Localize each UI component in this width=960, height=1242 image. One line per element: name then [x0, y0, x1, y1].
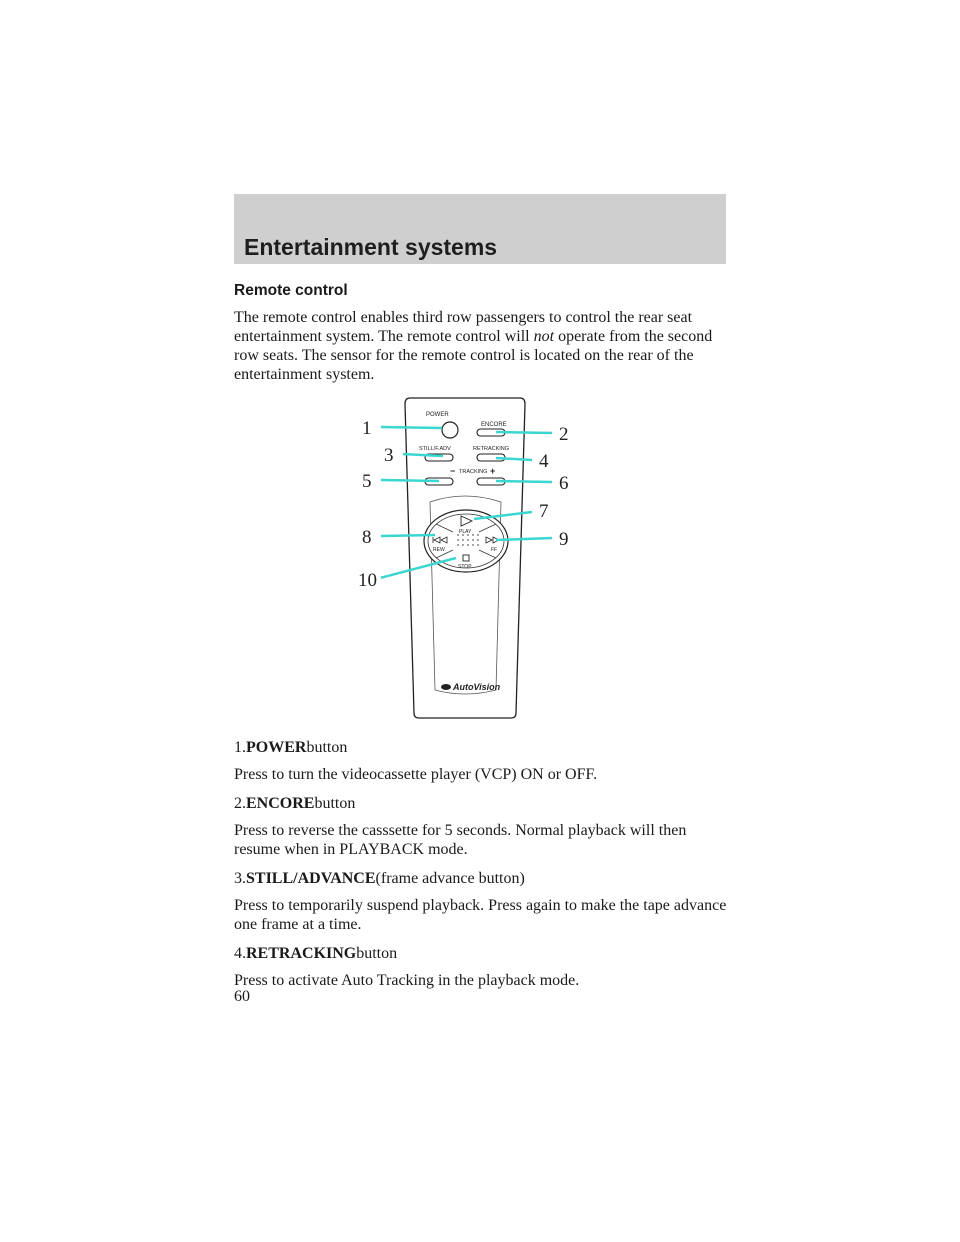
item-number: 1. — [234, 739, 246, 756]
ff-label: FF — [491, 547, 497, 553]
callout-7: 7 — [539, 501, 549, 522]
rew-label: REW — [433, 547, 445, 553]
play-icon[interactable] — [460, 515, 474, 527]
item-name: STILL/ADVANCE — [246, 870, 376, 887]
callout-9: 9 — [559, 529, 569, 550]
item-suffix: button — [306, 739, 348, 756]
callout-lines — [379, 425, 553, 580]
page-content: Remote control The remote control enable… — [234, 276, 734, 990]
item-suffix: (frame advance button) — [375, 870, 525, 887]
callout-8: 8 — [362, 527, 372, 548]
retracking-label: RETRACKING — [473, 446, 509, 452]
item-description: Press to reverse the casssette for 5 sec… — [234, 822, 687, 858]
item-heading: 4.RETRACKINGbutton — [234, 944, 734, 963]
section-title: Entertainment systems — [244, 234, 498, 260]
sensor-dots — [457, 534, 479, 546]
fast-forward-icon[interactable] — [485, 536, 500, 544]
power-label: POWER — [426, 412, 449, 418]
item-encore: 2.ENCOREbutton Press to reverse the cass… — [234, 794, 734, 859]
encore-label: ENCORE — [481, 422, 507, 428]
intro-text-1: The remote control enables third row pas… — [234, 309, 693, 345]
item-number: 2. — [234, 795, 246, 812]
remote-control-figure: POWER ENCORE STILL/F.ADV RETRACKING − TR… — [234, 392, 734, 728]
transport-pad — [423, 509, 509, 573]
callout-2: 2 — [559, 424, 569, 445]
callout-numbers: 1 2 3 4 5 6 7 8 9 10 — [355, 414, 578, 592]
page-number: 60 — [234, 988, 250, 1005]
callout-3: 3 — [384, 445, 394, 466]
item-suffix: button — [356, 945, 398, 962]
intro-italic: not — [533, 328, 555, 345]
rewind-icon[interactable] — [433, 536, 448, 544]
play-label: PLAY — [459, 529, 472, 535]
intro-paragraph: The remote control enables third row pas… — [234, 308, 734, 384]
item-heading: 1.POWERbutton — [234, 738, 734, 757]
tracking-plus: + — [490, 466, 495, 476]
power-button[interactable] — [441, 421, 459, 439]
brand-emblem — [441, 684, 451, 690]
callout-10: 10 — [358, 570, 377, 591]
item-number: 3. — [234, 870, 246, 887]
item-still-advance: 3.STILL/ADVANCE(frame advance button) Pr… — [234, 869, 734, 934]
item-power: 1.POWERbutton Press to turn the videocas… — [234, 738, 734, 784]
callout-5: 5 — [362, 471, 372, 492]
brand-logo-text: AutoVision — [452, 682, 501, 692]
tracking-minus: − — [450, 466, 455, 476]
stop-icon[interactable] — [462, 554, 470, 562]
item-description: Press to activate Auto Tracking in the p… — [234, 972, 580, 989]
item-name: ENCORE — [246, 795, 315, 812]
item-heading: 3.STILL/ADVANCE(frame advance button) — [234, 869, 734, 888]
item-description: Press to temporarily suspend playback. P… — [234, 897, 727, 933]
item-name: POWER — [246, 739, 307, 756]
sub-heading: Remote control — [234, 282, 348, 299]
item-suffix: button — [314, 795, 356, 812]
item-name: RETRACKING — [246, 945, 357, 962]
remote-control-diagram: POWER ENCORE STILL/F.ADV RETRACKING − TR… — [355, 397, 578, 719]
remote-inner-panel — [429, 495, 502, 695]
item-description: Press to turn the videocassette player (… — [234, 766, 598, 783]
tracking-label: TRACKING — [459, 469, 487, 475]
header-band — [234, 194, 726, 264]
callout-6: 6 — [559, 473, 569, 494]
item-retracking: 4.RETRACKINGbutton Press to activate Aut… — [234, 944, 734, 990]
transport-pad-inner — [427, 513, 505, 569]
intro-text-2: operate from the second row seats. The s… — [234, 328, 713, 383]
item-number: 4. — [234, 945, 246, 962]
stop-label: STOP — [458, 564, 472, 570]
callout-4: 4 — [539, 451, 549, 472]
still-adv-label: STILL/F.ADV — [419, 446, 451, 452]
callout-1: 1 — [362, 418, 372, 439]
item-heading: 2.ENCOREbutton — [234, 794, 734, 813]
